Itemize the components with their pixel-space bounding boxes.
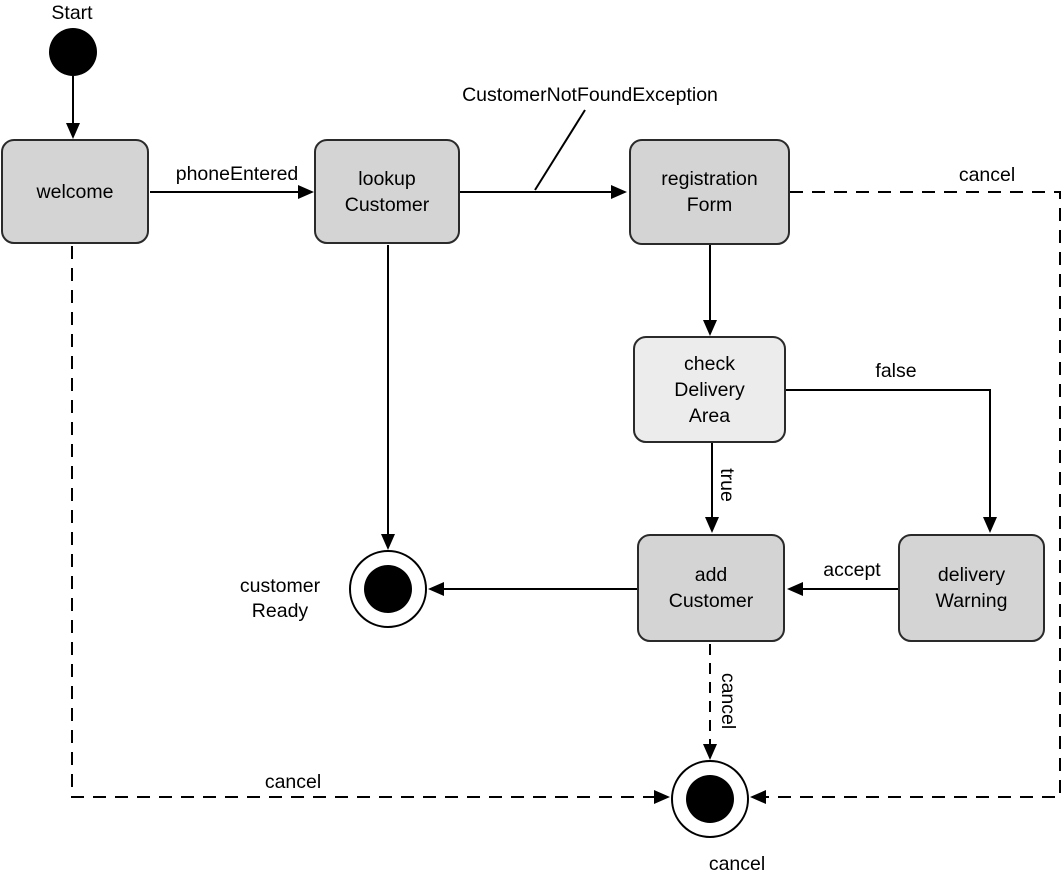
state-delivery-warning: delivery Warning bbox=[898, 534, 1045, 642]
arrowhead-down-check bbox=[703, 320, 717, 336]
transition-label-cancel-from-add: cancel bbox=[717, 672, 739, 730]
arrowhead-right-registration bbox=[611, 185, 627, 199]
state-lookup-customer-label-line2: Customer bbox=[344, 193, 430, 216]
exception-callout-line bbox=[534, 109, 586, 191]
state-registration-form: registration Form bbox=[629, 139, 790, 245]
arrowhead-down-warning bbox=[983, 517, 997, 533]
transition-label-customer-not-found-exception: CustomerNotFoundException bbox=[462, 84, 718, 106]
arrowhead-down-ready bbox=[381, 534, 395, 550]
edge-false bbox=[786, 389, 991, 518]
transition-label-true: true bbox=[716, 468, 738, 502]
arrowhead-down-cancelnode bbox=[703, 744, 717, 760]
state-registration-form-label-line1: registration bbox=[661, 168, 758, 190]
arrowhead-right-cancelnode bbox=[654, 790, 670, 804]
final-state-customer-ready-label: customer Ready bbox=[240, 574, 320, 624]
state-check-delivery-area-label-line3: Area bbox=[688, 404, 731, 427]
arrowhead-left-cancelnode bbox=[750, 790, 766, 804]
initial-state-label: Start bbox=[51, 2, 93, 24]
state-welcome: welcome bbox=[1, 139, 149, 244]
arrowhead-right-lookup bbox=[298, 185, 314, 199]
arrowhead-down-add bbox=[705, 517, 719, 533]
state-add-customer: add Customer bbox=[637, 534, 785, 642]
state-check-delivery-area-label-line1: check bbox=[684, 352, 735, 375]
state-check-delivery-area: check Delivery Area bbox=[633, 336, 786, 443]
state-lookup-customer: lookup Customer bbox=[314, 139, 460, 244]
state-add-customer-label-line2: Customer bbox=[668, 590, 754, 612]
transition-label-phone-entered: phoneEntered bbox=[175, 163, 299, 185]
final-state-customer-ready-inner bbox=[364, 565, 412, 613]
final-state-customer-ready-label-line2: Ready bbox=[251, 600, 309, 622]
transition-label-cancel-top: cancel bbox=[958, 164, 1016, 186]
state-lookup-customer-label-line1: lookup bbox=[358, 167, 416, 190]
state-add-customer-label-line1: add bbox=[694, 564, 728, 586]
initial-state-node bbox=[49, 28, 97, 76]
state-delivery-warning-label-line2: Warning bbox=[935, 590, 1008, 612]
final-state-customer-ready-label-line1: customer bbox=[239, 575, 321, 597]
edge-cancel-from-registration bbox=[766, 191, 1061, 798]
arrowhead-left-ready bbox=[428, 582, 444, 596]
state-delivery-warning-label-line1: delivery bbox=[937, 564, 1006, 586]
edge-cancel-from-welcome bbox=[71, 246, 654, 798]
final-state-cancel-inner bbox=[686, 775, 734, 823]
transition-label-false: false bbox=[875, 360, 917, 382]
transition-label-accept: accept bbox=[823, 559, 881, 581]
arrowhead-left-add bbox=[787, 582, 803, 596]
state-welcome-label: welcome bbox=[36, 180, 114, 203]
final-state-cancel-label: cancel bbox=[708, 853, 766, 875]
arrowhead-down-welcome bbox=[66, 123, 80, 139]
state-registration-form-label-line2: Form bbox=[686, 194, 733, 216]
transition-label-cancel-from-welcome: cancel bbox=[264, 771, 322, 793]
state-check-delivery-area-label-line2: Delivery bbox=[674, 378, 745, 401]
